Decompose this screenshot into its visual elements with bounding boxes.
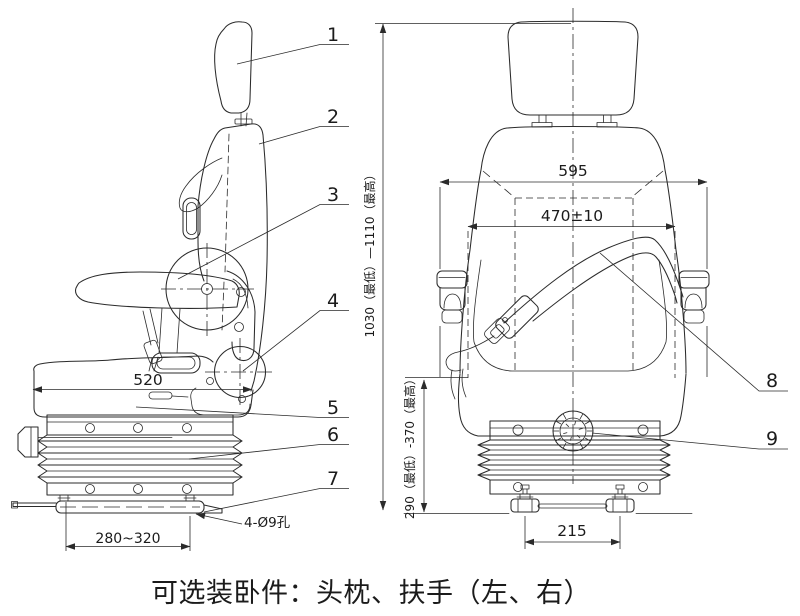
headrest-post-flange-side [234,118,253,125]
dim-inner-width: 470±10 [541,207,603,225]
link-rod [537,503,608,509]
backrest-side [178,123,268,392]
side-callouts: 1 2 3 4 5 6 7 [135,24,349,513]
headrest-side [214,21,253,127]
seat-cushion-front [457,373,687,437]
side-dimensions: 520 280~320 4-Ø9孔 [32,371,291,551]
dim-seat-depth: 520 [133,371,163,389]
recliner-pivot [205,338,275,407]
side-view: 520 280~320 4-Ø9孔 1 2 3 4 5 6 7 [11,21,349,551]
callout-4: 4 [327,290,339,312]
weight-adjust-knob [17,426,39,458]
seatbelt [445,236,684,400]
caption-text: 可选装卧件：头枕、扶手（左、右） [151,578,591,609]
slide-handle [151,352,201,374]
dim-seat-height-range: 290（最低）-370（最高） [402,373,417,519]
small-lever [148,391,173,400]
mounting-feet [403,484,693,514]
armrest-adjust-slot [182,197,201,240]
armrest-front-right [678,270,710,324]
base-rail-side [11,494,223,514]
dim-overall-height-range: 1030（最低）—1110（最高） [362,168,377,337]
front-dimensions: 595 470±10 215 290（最低）-370（最高） 1030（最低）—… [362,23,708,549]
height-adjust-knob [552,410,594,452]
dim-overall-width: 595 [558,162,588,180]
callout-3: 3 [327,184,339,206]
front-view: 595 470±10 215 290（最低）-370（最高） 1030（最低）—… [362,8,788,549]
dim-mount-span: 280~320 [95,531,160,547]
callout-2: 2 [327,106,339,128]
dim-mount-holes: 4-Ø9孔 [244,515,291,531]
suspension-bellows-side [17,414,243,496]
front-callouts: 8 9 [591,252,788,450]
dim-base-span: 215 [557,522,587,540]
callout-9: 9 [766,428,778,450]
side-bolster-wing [178,157,223,213]
recliner-mechanism [161,243,256,361]
slide-rail-handle [12,502,57,508]
callout-1: 1 [327,24,339,46]
belt-buckle [495,295,539,339]
callout-7: 7 [327,468,339,490]
suspension-bellows-front [477,420,671,495]
callout-5: 5 [327,397,339,419]
callout-6: 6 [327,424,339,446]
callout-8: 8 [766,370,778,392]
armrest-front-left [436,270,468,324]
